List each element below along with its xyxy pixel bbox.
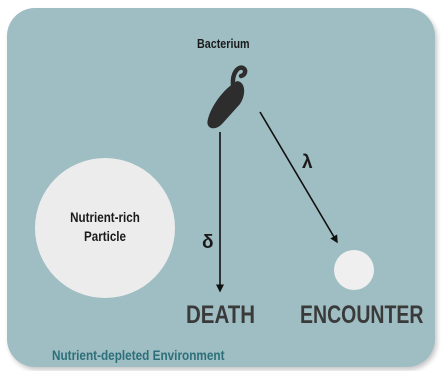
encounter-arrow bbox=[260, 112, 337, 242]
death-outcome-label: DEATH bbox=[186, 301, 255, 330]
environment-label: Nutrient-depleted Environment bbox=[52, 347, 225, 363]
particle-label: Nutrient-rich Particle bbox=[45, 208, 165, 246]
death-rate-symbol: δ bbox=[202, 232, 214, 254]
bacterium-icon bbox=[207, 68, 245, 129]
encounter-outcome-label: ENCOUNTER bbox=[300, 301, 424, 330]
bacterium-label: Bacterium bbox=[197, 37, 250, 51]
encounter-particle bbox=[334, 250, 374, 290]
particle-label-line1: Nutrient-rich bbox=[45, 208, 165, 227]
particle-label-line2: Particle bbox=[45, 227, 165, 246]
encounter-rate-symbol: λ bbox=[302, 152, 313, 174]
